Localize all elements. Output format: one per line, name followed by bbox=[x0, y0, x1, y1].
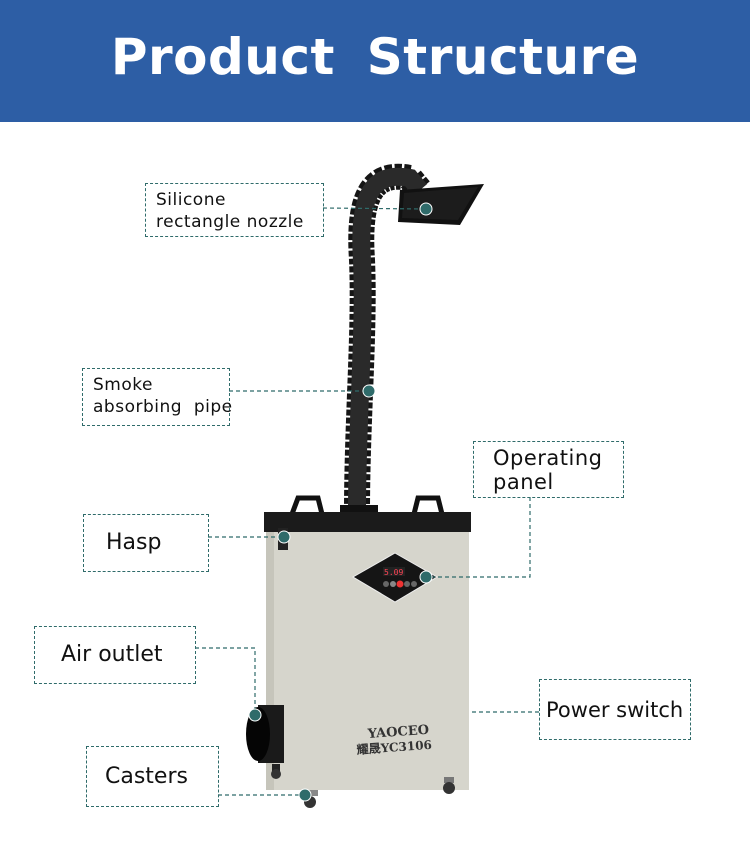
label-operating-panel: Operating panel bbox=[473, 441, 624, 498]
label-hasp: Hasp bbox=[83, 514, 209, 572]
top-handle-left bbox=[289, 495, 325, 515]
label-line: Silicone bbox=[156, 190, 226, 210]
label-line: Casters bbox=[105, 763, 188, 789]
top-handle-right bbox=[411, 495, 445, 515]
label-line: Operating bbox=[493, 446, 603, 470]
label-line: Power switch bbox=[546, 697, 684, 722]
machine-lid bbox=[264, 512, 471, 532]
label-casters: Casters bbox=[86, 746, 219, 807]
label-power-switch: Power switch bbox=[539, 679, 691, 740]
power-button bbox=[396, 580, 404, 588]
header-banner: Product Structure bbox=[0, 0, 750, 122]
page-title: Product Structure bbox=[110, 28, 640, 86]
label-line: Hasp bbox=[106, 530, 162, 555]
callout-dots bbox=[248, 202, 433, 802]
label-line: panel bbox=[493, 470, 554, 494]
brand-text: YAOCEO bbox=[366, 723, 429, 742]
panel-display-text: 5.09 bbox=[384, 568, 403, 577]
label-silicone-nozzle: Silicone rectangle nozzle bbox=[145, 183, 324, 237]
label-line: Air outlet bbox=[61, 642, 163, 667]
leader-lines bbox=[195, 207, 539, 796]
label-line: absorbing pipe bbox=[93, 397, 233, 417]
label-line: rectangle nozzle bbox=[156, 212, 304, 232]
model-text: 耀晟YC3106 bbox=[355, 738, 432, 757]
label-line: Smoke bbox=[93, 375, 153, 395]
panel-display bbox=[383, 567, 405, 576]
operating-panel bbox=[352, 552, 438, 603]
label-air-outlet: Air outlet bbox=[34, 626, 196, 684]
label-smoke-pipe: Smoke absorbing pipe bbox=[82, 368, 233, 426]
